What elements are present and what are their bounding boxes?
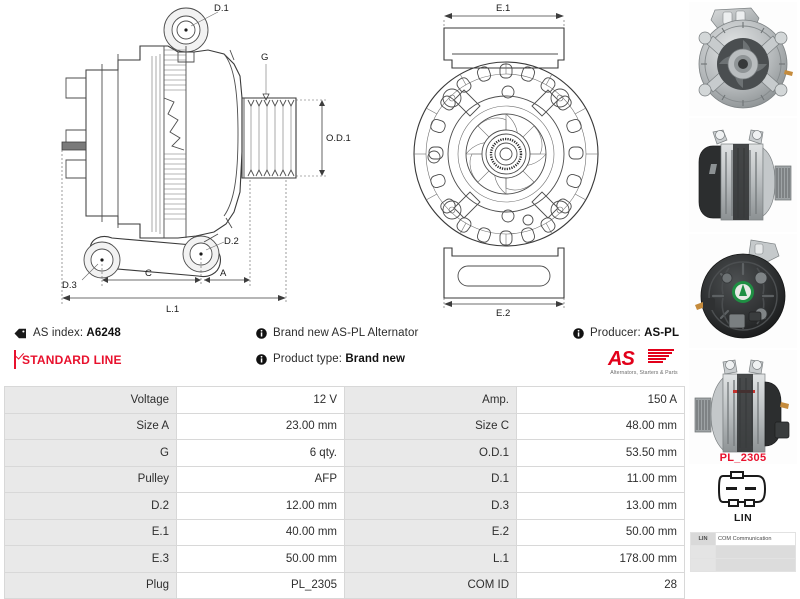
legend-key: [690, 558, 716, 572]
as-index-value: A6248: [86, 327, 121, 339]
spec-value: 50.00 mm: [176, 545, 345, 573]
brand-new-row: Brand new AS-PL Alternator: [256, 327, 418, 339]
producer-row: Producer: AS-PL: [573, 327, 679, 339]
info-icon: [573, 327, 584, 339]
spec-value: 178.00 mm: [516, 545, 685, 573]
product-photo-rear[interactable]: [689, 234, 797, 348]
spec-label: COM ID: [344, 571, 517, 599]
legend-key: LIN: [690, 532, 716, 546]
dim-label-e1: E.1: [496, 3, 510, 14]
spec-value: 13.00 mm: [516, 492, 685, 520]
table-row: D.2 12.00 mm D.3 13.00 mm: [4, 492, 685, 520]
producer-value: AS-PL: [644, 327, 680, 339]
spec-value: 150 A: [516, 386, 685, 414]
info-icon: [256, 353, 267, 365]
spec-value: 12.00 mm: [176, 492, 345, 520]
product-type-value: Brand new: [345, 353, 406, 365]
spec-value: 40.00 mm: [176, 518, 345, 546]
spec-value: 12 V: [176, 386, 345, 414]
plug-legend-table: LIN COM Communication: [690, 532, 796, 572]
alternator-side-drawing: D.1: [28, 2, 368, 316]
specification-table: Voltage 12 V Amp. 150 A Size A 23.00 mm …: [4, 386, 685, 599]
spec-value: PL_2305: [176, 571, 345, 599]
standard-line-label: STANDARD LINE: [22, 353, 122, 367]
as-pl-logo: AS Alternators, Starters & Parts: [604, 348, 684, 382]
legend-value: [715, 545, 796, 559]
spec-label: Plug: [4, 571, 177, 599]
spec-value: 48.00 mm: [516, 412, 685, 440]
dim-label-d2: D.2: [224, 236, 239, 247]
table-row: Voltage 12 V Amp. 150 A: [4, 386, 685, 414]
spec-value: 50.00 mm: [516, 518, 685, 546]
spec-value: 53.50 mm: [516, 439, 685, 467]
spec-value: 28: [516, 571, 685, 599]
legend-row: [690, 558, 796, 572]
brand-new-text: Brand new AS-PL Alternator: [273, 327, 419, 339]
product-photo-front[interactable]: [689, 2, 797, 116]
spec-label: Size C: [344, 412, 517, 440]
legend-key: [690, 545, 716, 559]
spec-value: 23.00 mm: [176, 412, 345, 440]
table-row: Pulley AFP D.1 11.00 mm: [4, 465, 685, 493]
spec-label: Voltage: [4, 386, 177, 414]
technical-drawings: D.1: [0, 0, 686, 319]
spec-label: Amp.: [344, 386, 517, 414]
table-row: E.1 40.00 mm E.2 50.00 mm: [4, 518, 685, 546]
table-row: Size A 23.00 mm Size C 48.00 mm: [4, 412, 685, 440]
as-index-row: AS index: A6248: [14, 327, 121, 339]
product-photo-side[interactable]: [689, 118, 797, 232]
dim-label-od1: O.D.1: [326, 133, 351, 144]
plug-connector-diagram: [686, 470, 800, 510]
product-type-row: Product type: Brand new: [256, 353, 405, 365]
tag-icon: [14, 328, 27, 339]
spec-label: Size A: [4, 412, 177, 440]
spec-label: D.3: [344, 492, 517, 520]
logo-wordmark: AS: [608, 348, 635, 370]
legend-value: [715, 558, 796, 572]
table-row: Plug PL_2305 COM ID 28: [4, 571, 685, 599]
legend-value: COM Communication: [715, 532, 796, 546]
info-icon: [256, 327, 267, 339]
dim-label-l1: L.1: [166, 304, 179, 315]
dim-label-e2: E.2: [496, 308, 510, 319]
dim-label-a: A: [220, 268, 227, 279]
table-row: G 6 qty. O.D.1 53.50 mm: [4, 439, 685, 467]
logo-subtitle: Alternators, Starters & Parts: [610, 370, 678, 376]
standard-line-row: STANDARD LINE: [14, 350, 122, 369]
spec-label: O.D.1: [344, 439, 517, 467]
dim-label-c: C: [145, 268, 152, 279]
legend-row: [690, 545, 796, 559]
product-info-strip: AS index: A6248 STANDARD LINE Brand new …: [0, 322, 686, 380]
product-type-label: Product type:: [273, 353, 343, 365]
spec-value: 11.00 mm: [516, 465, 685, 493]
producer-label: Producer:: [590, 327, 641, 339]
spec-label: E.3: [4, 545, 177, 573]
dim-label-d1: D.1: [214, 3, 229, 14]
spec-label: D.2: [4, 492, 177, 520]
spec-label: E.1: [4, 518, 177, 546]
dim-label-d3: D.3: [62, 280, 77, 291]
alternator-front-drawing: E.1: [413, 2, 680, 319]
legend-row: LIN COM Communication: [690, 532, 796, 546]
dim-label-g: G: [261, 52, 268, 63]
plug-code-label: PL_2305: [719, 452, 767, 464]
as-index-label: AS index:: [33, 327, 84, 339]
logo-stripes-icon: [648, 349, 674, 366]
spec-label: Pulley: [4, 465, 177, 493]
spec-value: 6 qty.: [176, 439, 345, 467]
spec-value: AFP: [176, 465, 345, 493]
spec-label: D.1: [344, 465, 517, 493]
product-image-rail: PL_2305 LIN LIN COM Communication: [686, 0, 800, 588]
spec-label: E.2: [344, 518, 517, 546]
product-photo-pulley-side[interactable]: [689, 350, 797, 464]
plug-type-label: LIN: [733, 512, 753, 524]
table-row: E.3 50.00 mm L.1 178.00 mm: [4, 545, 685, 573]
spec-label: L.1: [344, 545, 517, 573]
spec-label: G: [4, 439, 177, 467]
